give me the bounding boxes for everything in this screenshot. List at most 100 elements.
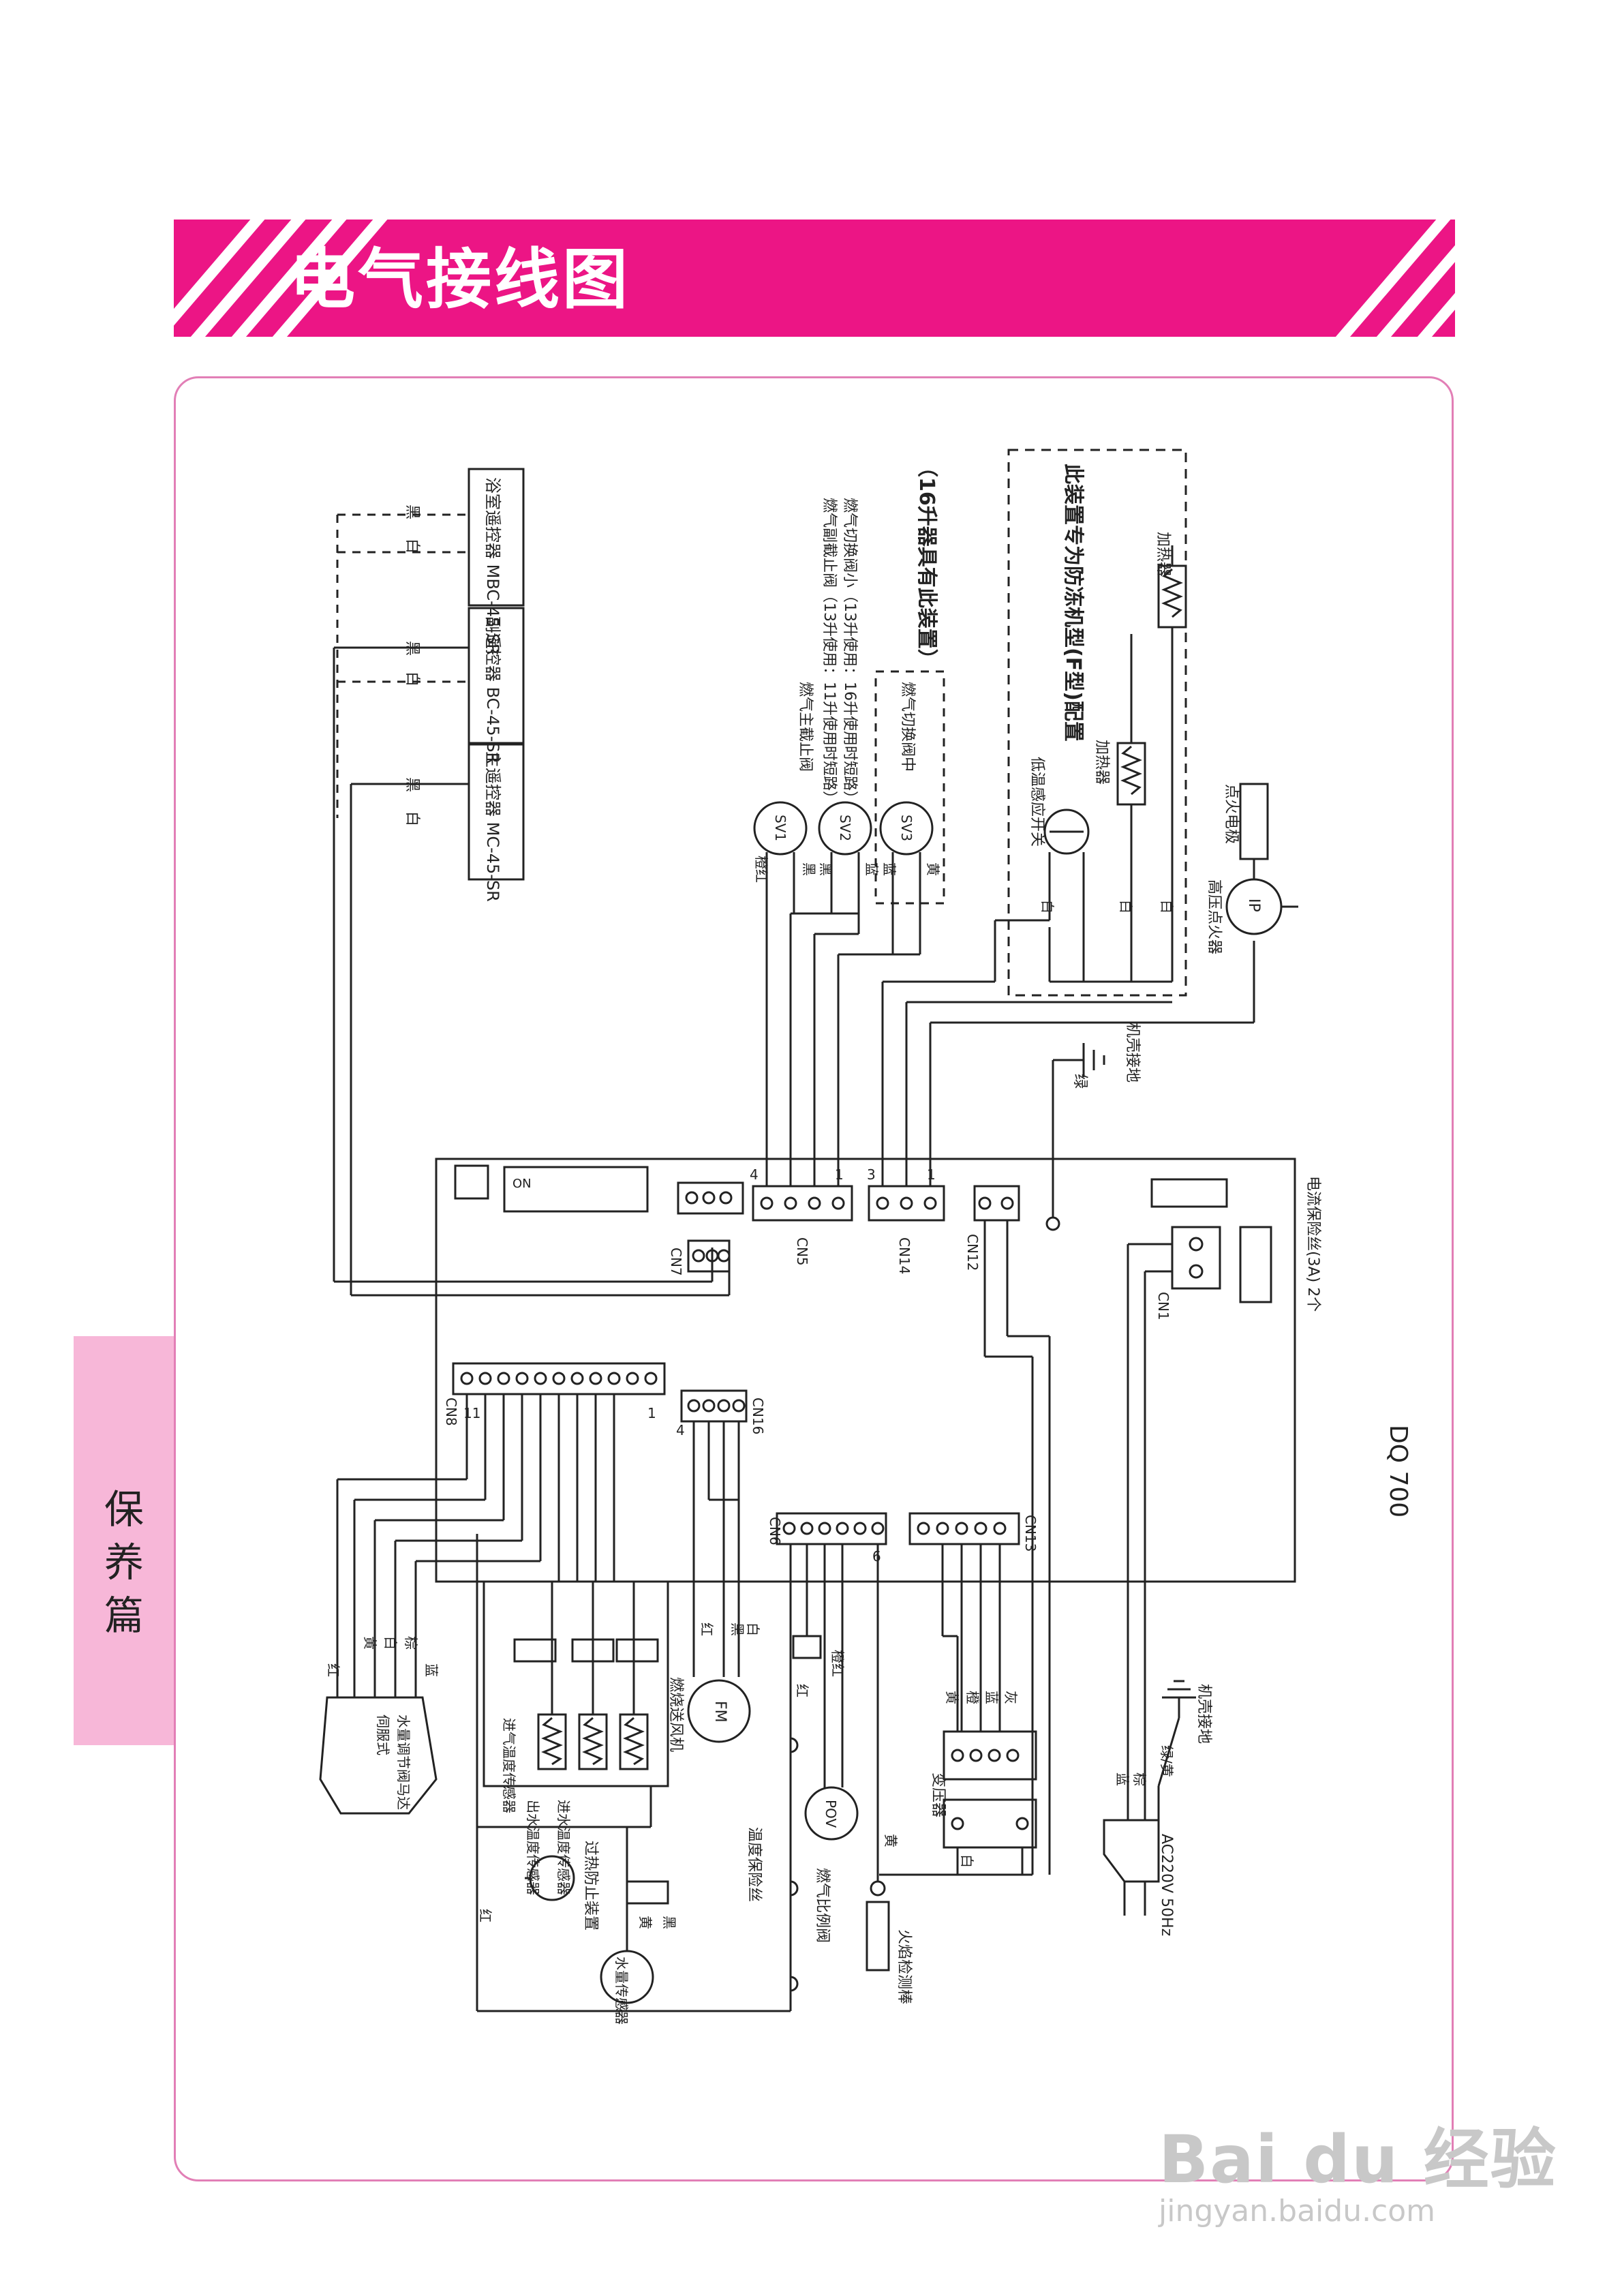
cn16-connector [680,1389,748,1423]
flow-label: 水量传感器 [613,1957,630,2025]
watermark-logo: Bai du 经验 [1159,2121,1557,2198]
wire-color: 绿/黄 [1159,1745,1175,1777]
control-board [435,1158,1296,1583]
wire-color: 黑 [801,862,817,876]
valve-sv3: SV3 [879,801,934,856]
wire-color: 黑 [661,1916,677,1929]
water-servo-motor [319,1696,438,1815]
cn8-label: CN8 [443,1398,459,1426]
cn1-label: CN1 [1155,1292,1172,1320]
wire-color: 黑 [403,641,420,656]
wire-color: 白 [1039,900,1056,913]
sv2-note: 燃气切换阀小（13升使用：16升使用时短路） [841,498,858,806]
cn14-wires [881,920,1255,1186]
ground-symbol [1053,1043,1105,1077]
wire-color: 白 [403,671,420,686]
fan-motor: FM [687,1679,751,1743]
wire-color: 黄 [925,862,941,876]
fuse-2 [1239,1226,1272,1303]
electrode-label: 点火电极 [1223,784,1240,844]
side-tab [74,1336,174,1745]
sensor-box [483,1580,669,1787]
valve-sv2: SV2 [818,801,872,856]
wire-color: 蓝 [1114,1772,1131,1786]
flame-label: 火焰检测棒 [896,1929,913,2004]
cn13-connector [908,1512,1020,1545]
connector-clip [571,1638,615,1663]
cn16-label: CN16 [750,1398,766,1434]
switch-label: 低温感应开关 [1028,757,1045,847]
connector-clip [513,1638,557,1663]
cn-block-small [677,1181,744,1215]
watermark-url: jingyan.baidu.com [1159,2194,1436,2229]
wire-color: 红 [325,1663,341,1677]
ground-terminal [1045,1216,1060,1231]
sv1-label: 燃气主截止阀 [797,682,814,772]
antifreeze-switch [1043,809,1090,855]
ignition-ip: IP [1225,878,1283,935]
shell-ground-label: 机壳接地 [1195,1684,1212,1744]
servo-label: 水量调节阀马达 [395,1715,412,1810]
cn1-connector [1171,1226,1221,1290]
overheat-label: 过热防止装置 [582,1841,599,1931]
wire-color: 蓝 [881,862,898,876]
flame-rod [866,1901,890,1972]
wire-color: 白 [745,1622,761,1636]
lower-left-wires [476,1534,791,2012]
cn12-connector [973,1185,1020,1222]
wire-color: 红 [794,1684,810,1697]
sensor-label: 进水温度传感器 [555,1800,572,1895]
wire-color: 蓝 [983,1691,1000,1704]
cn6-label: CN6 [767,1517,783,1545]
cn7-connector [687,1239,731,1273]
header-stripes [174,220,1455,337]
dip-label: ON [512,1177,532,1191]
cn14-connector [868,1185,945,1222]
transformer-bottom [943,1798,1037,1849]
svg-text:浴室遥控器 MBC-45-SR: 浴室遥控器 MBC-45-SR [483,477,502,655]
ignition-label: 高压点火器 [1206,879,1223,954]
transformer-wires [879,1544,1032,1876]
pin-number: 4 [750,1166,759,1183]
wire-color: 黑 [403,504,420,519]
svg-text:FM: FM [711,1701,729,1723]
fuse-temp-label: 温度保险丝 [746,1827,763,1902]
cn5-label: CN5 [794,1237,810,1266]
wire-color: 黑 [729,1622,746,1636]
wire-color: 橙红 [829,1650,846,1677]
fan-label: 燃烧送风机 [667,1677,684,1752]
remote-bath: 浴室遥控器 MBC-45-SR [468,468,525,655]
ignition-electrode [1239,783,1269,860]
fuse-1 [1150,1178,1228,1208]
wire-color: 棕 [403,1636,419,1650]
sensor-label: 出水温度传感器 [525,1800,541,1895]
wire-color: 白 [1159,900,1175,913]
wire-color: 黑 [818,862,834,876]
valve-sv1: SV1 [753,801,808,856]
servo-label: 伺服式 [375,1715,391,1755]
fan-wires [692,1421,740,1677]
side-tab-char: 保 [104,1486,144,1532]
remote-main: 主遥控器 MC-45-SR [468,742,525,902]
remote-dashed-lines [336,513,469,818]
heater-label: 加热器 [1093,740,1110,785]
connector-clip [792,1635,822,1659]
pin-number: 6 [872,1548,881,1565]
heater-label: 加热器 [1154,532,1172,577]
board-model: DQ 700 [1384,1425,1412,1517]
left-stripes [174,220,388,337]
cn6-connector [776,1512,887,1545]
diagram-panel [174,376,1454,2181]
sensor-inlet-water [619,1713,649,1770]
connector-clip [626,1880,669,1905]
connector-clip [615,1638,659,1663]
sensor-outlet-water [578,1713,608,1770]
pin-number: 1 [647,1405,656,1421]
right-stripes [1335,220,1455,337]
sensor-inlet-gas [537,1713,567,1770]
wire-color: 黄 [637,1916,654,1929]
wire-color: 蓝 [863,862,880,876]
wire-color: 橙 [964,1691,981,1704]
wire-color: 棕 [1131,1772,1148,1786]
